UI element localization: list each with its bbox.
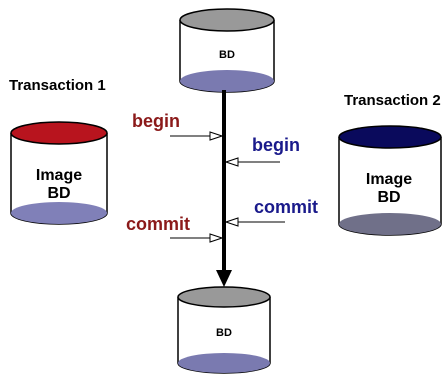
transaction2-image-label: Image <box>366 171 412 188</box>
timeline <box>216 90 232 287</box>
top-db-label: BD <box>219 49 235 61</box>
transaction1-image-label: Image <box>36 167 82 184</box>
top-db-content <box>180 70 274 92</box>
transaction1: Transaction 1 Image BD begin commit <box>9 77 222 238</box>
transaction2-bd-label: BD <box>377 189 400 206</box>
bottom-db-label: BD <box>216 327 232 339</box>
transaction1-db-content <box>11 202 107 224</box>
top-db-lid <box>179 8 275 32</box>
transaction2-title: Transaction 2 <box>344 92 441 109</box>
bottom-db-lid <box>177 286 271 308</box>
transaction1-title: Transaction 1 <box>9 77 106 94</box>
transaction2-commit-label: commit <box>254 197 318 217</box>
transaction2: Transaction 2 Image BD begin commit <box>226 92 442 236</box>
transaction2-db-lid <box>338 125 442 149</box>
transaction2-begin-label: begin <box>252 135 300 155</box>
bottom-database: BD <box>177 286 271 374</box>
timeline-arrowhead <box>216 270 232 287</box>
transaction2-db-content <box>339 213 441 235</box>
transaction1-db-lid <box>10 121 108 145</box>
transaction1-bd-label: BD <box>47 185 70 202</box>
top-database: BD <box>179 8 275 93</box>
transaction1-commit-label: commit <box>126 214 190 234</box>
transaction1-begin-label: begin <box>132 111 180 131</box>
bottom-db-content <box>178 353 270 373</box>
